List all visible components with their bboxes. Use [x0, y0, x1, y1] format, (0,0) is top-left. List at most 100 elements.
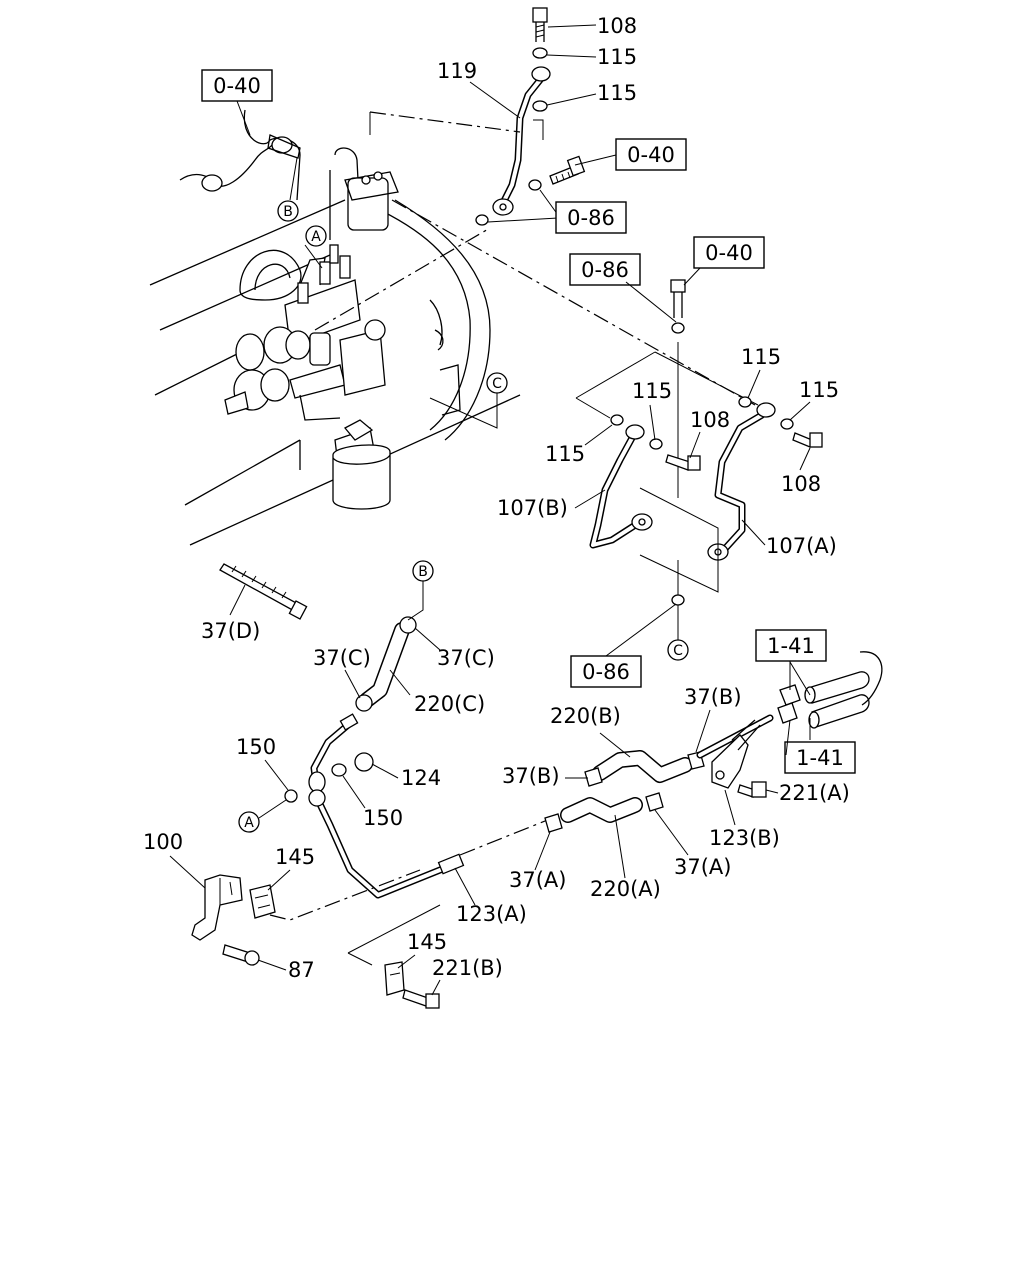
label-115-r1: 115 [741, 345, 781, 369]
label-150-bottom: 150 [363, 806, 403, 830]
bolt-221-a [737, 781, 767, 798]
union-124 [354, 752, 374, 772]
label-119: 119 [437, 59, 477, 83]
label-37-d: 37(D) [201, 619, 260, 643]
label-37-a-left: 37(A) [509, 868, 566, 892]
cable-tie-37-d [219, 563, 308, 620]
pipe-123-b [696, 714, 774, 789]
hose-220-b [592, 750, 693, 783]
engine-illustration [149, 109, 521, 546]
bolt-87 [222, 944, 260, 966]
svg-text:B: B [283, 204, 293, 220]
label-221-a: 221(A) [779, 781, 850, 805]
ref-box-1-41-top: 1-41 [755, 629, 827, 662]
label-107-a: 107(A) [766, 534, 837, 558]
marker-c-upper: C [486, 372, 508, 394]
clamp-37-b-left [584, 767, 603, 787]
label-37-b-top: 37(B) [684, 685, 742, 709]
ref-box-0-86-mid: 0-86 [569, 253, 641, 286]
washer-115-top [532, 47, 548, 59]
label-37-b-left: 37(B) [502, 764, 560, 788]
bracket-100 [191, 874, 243, 941]
svg-text:0-86: 0-86 [581, 258, 629, 282]
marker-b-upper: B [277, 200, 299, 222]
clamp-37-a-right [645, 792, 664, 812]
washer-150-top [284, 789, 298, 803]
svg-text:1-41: 1-41 [796, 746, 844, 770]
label-150-top: 150 [236, 735, 276, 759]
marker-a-upper: A [305, 225, 327, 247]
leader-pipe-119 [369, 111, 521, 133]
svg-text:B: B [418, 564, 428, 580]
label-145-bottom: 145 [407, 930, 447, 954]
leader-145-top [269, 869, 421, 921]
washer-near-0-86 [528, 179, 542, 191]
pipe-123-a [308, 713, 465, 899]
ref-box-0-86-upper: 0-86 [555, 201, 627, 234]
label-115-top: 115 [597, 45, 637, 69]
washer-0-86-right [671, 322, 685, 334]
bolt-108-mid [665, 454, 701, 471]
leader-to-115 [391, 199, 756, 406]
label-87: 87 [288, 958, 315, 982]
label-123-b: 123(B) [709, 826, 780, 850]
label-115-r2: 115 [632, 379, 672, 403]
fuel-pipe-119 [492, 66, 551, 216]
label-145-top: 145 [275, 845, 315, 869]
label-115-mid: 115 [597, 81, 637, 105]
leader-123-a [459, 814, 561, 856]
fuel-tubes-1-41 [777, 651, 883, 740]
label-108-right: 108 [781, 472, 821, 496]
bolt-0-40-middle [549, 155, 586, 185]
label-220-b: 220(B) [550, 704, 621, 728]
marker-b-lower: B [412, 560, 434, 582]
label-123-a: 123(A) [456, 902, 527, 926]
bolt-108-right [792, 432, 823, 448]
svg-text:C: C [492, 376, 502, 392]
label-220-c: 220(C) [414, 692, 485, 716]
marker-c-lower: C [667, 639, 689, 661]
label-108-mid: 108 [690, 408, 730, 432]
clamp-37-a-left [544, 813, 563, 833]
fuel-pipe-107-a [707, 402, 776, 561]
washer-150-bottom [331, 763, 347, 777]
ref-box-0-40-right: 0-40 [693, 236, 765, 269]
svg-text:0-40: 0-40 [705, 241, 753, 265]
ref-box-0-40-topleft: 0-40 [201, 69, 273, 102]
bolt-0-40-right [670, 279, 686, 318]
washer-left-0-86 [475, 214, 489, 226]
washer-115-r1 [738, 396, 752, 408]
part-labels: 108 115 115 119 115 115 115 115 108 108 … [143, 14, 850, 996]
clip-145-bottom [384, 961, 405, 996]
washer-115-r2 [649, 438, 663, 450]
label-221-b: 221(B) [432, 956, 503, 980]
washer-115-mid [532, 100, 548, 112]
label-220-a: 220(A) [590, 877, 661, 901]
svg-text:1-41: 1-41 [767, 634, 815, 658]
hose-220-a [560, 797, 643, 823]
clip-145-top [249, 884, 276, 919]
label-108-top: 108 [597, 14, 637, 38]
svg-text:C: C [673, 643, 683, 659]
ref-box-1-41-bottom: 1-41 [784, 741, 856, 774]
label-37-c-left: 37(C) [313, 646, 371, 670]
label-115-r3: 115 [545, 442, 585, 466]
marker-a-lower: A [238, 811, 260, 833]
label-37-c-right: 37(C) [437, 646, 495, 670]
ref-box-0-86-lower: 0-86 [570, 655, 642, 688]
label-107-b: 107(B) [497, 496, 568, 520]
label-37-a-right: 37(A) [674, 855, 731, 879]
label-124: 124 [401, 766, 441, 790]
svg-text:0-86: 0-86 [582, 660, 630, 684]
label-115-r4: 115 [799, 378, 839, 402]
svg-text:A: A [311, 229, 321, 245]
leader-filter-washer [314, 227, 491, 331]
svg-text:0-86: 0-86 [567, 206, 615, 230]
svg-text:0-40: 0-40 [213, 74, 261, 98]
washer-0-86-bottom [671, 594, 685, 606]
label-100: 100 [143, 830, 183, 854]
hose-220-c [355, 616, 417, 712]
washer-115-r3 [610, 414, 624, 426]
